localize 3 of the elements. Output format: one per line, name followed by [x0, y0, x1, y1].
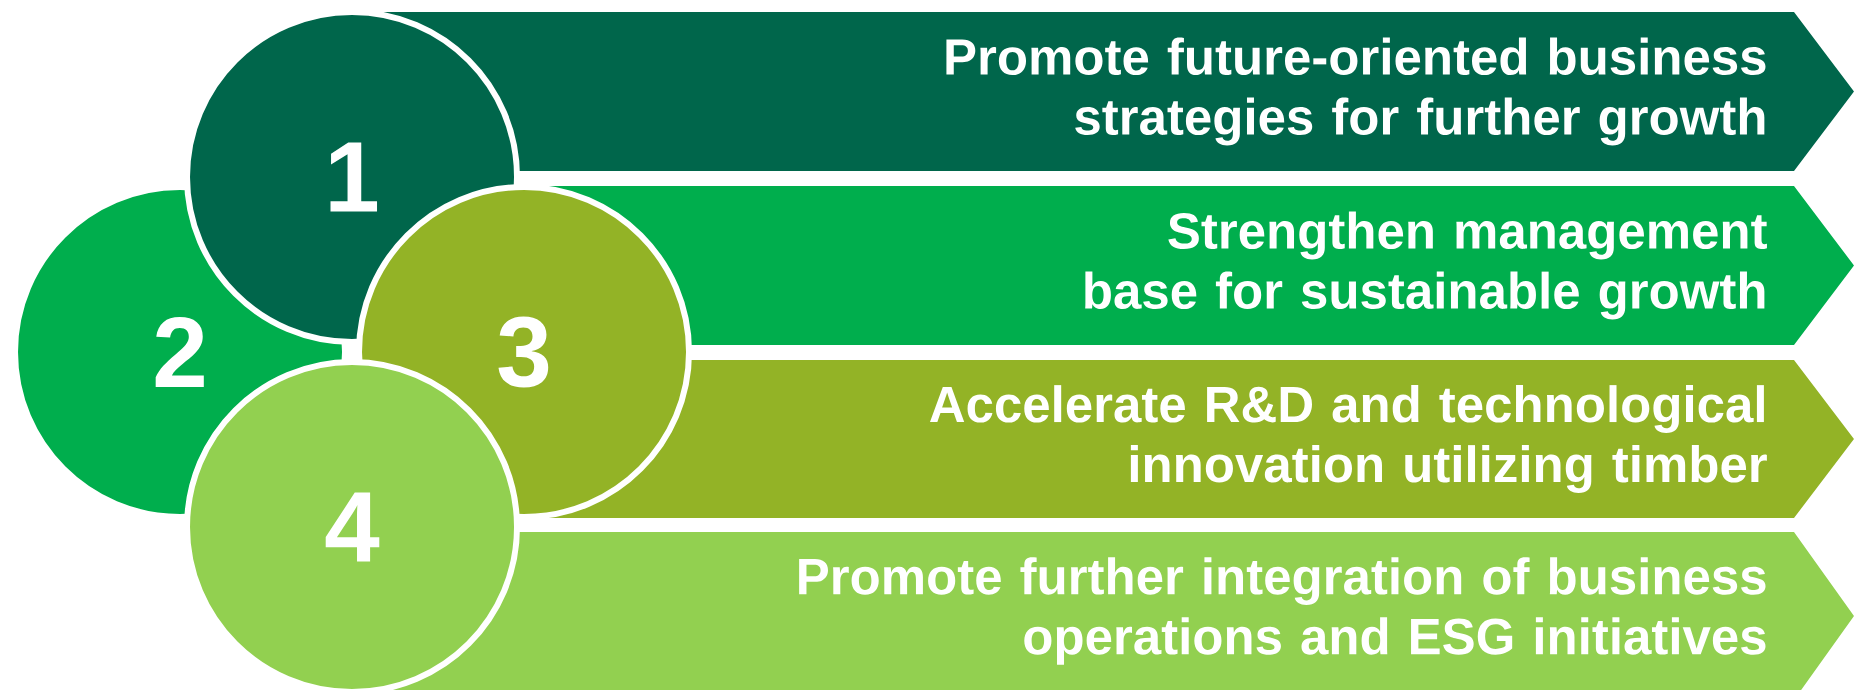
node-label: Promote further integration of business operations and ESG initiatives [799, 557, 1766, 665]
node-label: Accelerate R&D and technological innovation utilizing timber [929, 385, 1767, 493]
node-label: Promote future-oriented business strategies for further growth [946, 37, 1766, 146]
